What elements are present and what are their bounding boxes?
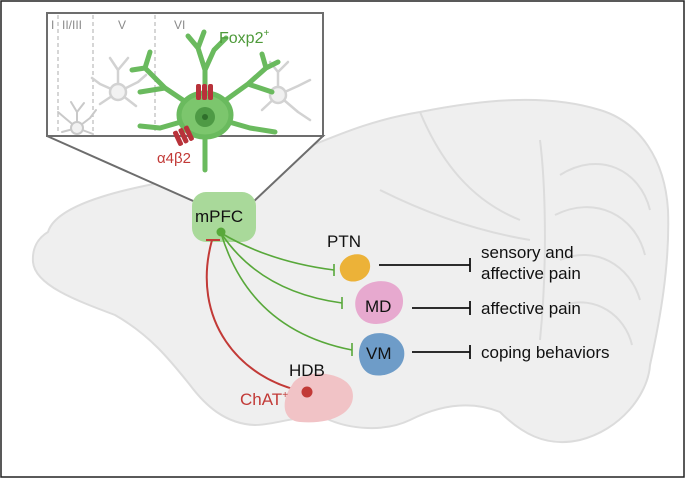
vm-region [358, 333, 405, 376]
projection-to-md [220, 232, 343, 304]
ptn-label: PTN [327, 232, 361, 251]
receptor-label: α4β2 [157, 150, 191, 167]
layer-label-vi: VI [174, 18, 185, 32]
cerebellum-fold [559, 254, 641, 301]
background-neuron [90, 56, 148, 108]
background-neuron [57, 101, 97, 135]
ptn-region [339, 254, 371, 282]
receptor-icon [196, 84, 213, 100]
neuron-nucleolus [202, 114, 208, 120]
projection-to-ptn [220, 232, 335, 271]
chat-soma-dot [301, 386, 313, 398]
hdb-to-mpfc-axon [205, 239, 307, 393]
md-region [355, 281, 404, 324]
md-label: MD [365, 297, 391, 316]
cerebellum-fold [564, 301, 633, 346]
ptn-outcome-line1: sensory and [481, 243, 574, 262]
cholinergic-projection [205, 239, 307, 393]
cortex-curve [419, 111, 521, 221]
outcome-arrows [379, 258, 471, 359]
mpfc-soma-dot [216, 227, 226, 237]
vm-label: VM [366, 344, 392, 363]
cortex-inset: I II/III V VI [46, 12, 324, 173]
hdb-region [284, 373, 353, 423]
foxp2-neuron [129, 29, 281, 173]
chat-label: ChAT+ [240, 390, 288, 409]
layer-label-i: I [51, 18, 54, 32]
cerebellum-fold [539, 139, 546, 341]
vm-outcome-label: coping behaviors [481, 343, 610, 362]
mpfc-region [192, 192, 256, 242]
midbrain-curve [379, 189, 531, 241]
mpfc-label: mPFC [195, 207, 243, 226]
foxp2-label: Foxp2+ [219, 28, 269, 47]
layer-label-v: V [118, 18, 126, 32]
md-outcome-label: affective pain [481, 299, 581, 318]
hdb-label: HDB [289, 361, 325, 380]
cerebellum-fold [559, 163, 651, 211]
ptn-outcome-line2: affective pain [481, 264, 581, 283]
layer-label-ii-iii: II/III [62, 18, 82, 32]
green-projections [220, 232, 353, 356]
projection-to-vm [220, 232, 353, 351]
cerebellum-fold [554, 206, 646, 256]
receptor-icon [173, 125, 194, 146]
